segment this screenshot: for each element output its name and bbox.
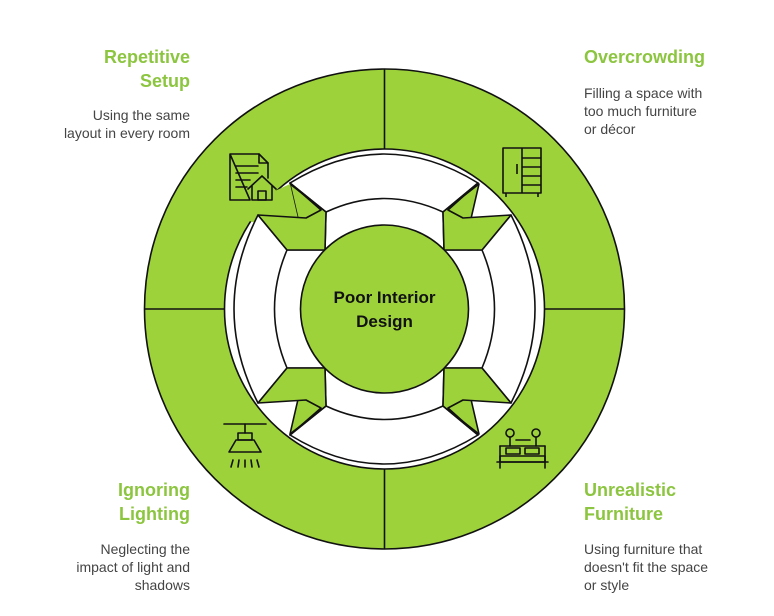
inner-white-channels [233,153,536,465]
arrow-head-bottom-left [257,367,327,436]
ignoring-lighting-description: Neglecting the impact of light and shado… [20,540,190,594]
ignoring-lighting-desc-line3: shadows [134,577,190,593]
overcrowding-desc-line3: or décor [584,121,636,137]
overcrowding-title-line1: Overcrowding [584,47,706,67]
repetitive-setup-desc-line1: Using the same [92,107,190,123]
unrealistic-furniture-title-line1: Unrealistic [584,480,677,500]
ignoring-lighting-title: Ignoring Lighting [60,478,190,526]
unrealistic-furniture-title: Unrealistic Furniture [584,478,754,526]
unrealistic-furniture-desc-line3: or style [584,577,630,593]
wardrobe-icon [502,147,542,197]
bed-icon [496,428,549,469]
arrow-head-bottom-right [442,367,512,436]
arrow-head-top-left [257,182,327,251]
repetitive-setup-title: Repetitive Setup [60,45,190,93]
overcrowding-desc-line2: too much furniture [584,103,697,119]
ignoring-lighting-title-line2: Lighting [119,504,190,524]
ceiling-lamp-icon [223,423,267,468]
overcrowding-title: Overcrowding [584,45,754,69]
repetitive-setup-desc-line2: layout in every room [63,125,190,141]
document-house-icon [229,153,277,201]
unrealistic-furniture-desc-line1: Using furniture that [584,541,703,557]
center-label-line2: Design [356,312,413,331]
overcrowding-description: Filling a space with too much furniture … [584,84,754,138]
center-circle [299,224,470,394]
ignoring-lighting-title-line1: Ignoring [118,480,190,500]
unrealistic-furniture-desc-line2: doesn't fit the space [584,559,709,575]
center-label-line1: Poor Interior [333,288,435,307]
unrealistic-furniture-description: Using furniture that doesn't fit the spa… [584,540,764,594]
repetitive-setup-title-line2: Setup [139,71,190,91]
overcrowding-desc-line1: Filling a space with [584,85,703,101]
ignoring-lighting-desc-line1: Neglecting the [100,541,190,557]
arrow-head-top-right [442,182,512,251]
repetitive-setup-description: Using the same layout in every room [30,106,190,142]
arrow-heads [257,182,512,436]
repetitive-setup-title-line1: Repetitive [103,47,190,67]
unrealistic-furniture-title-line2: Furniture [584,504,663,524]
ignoring-lighting-desc-line2: impact of light and [76,559,190,575]
